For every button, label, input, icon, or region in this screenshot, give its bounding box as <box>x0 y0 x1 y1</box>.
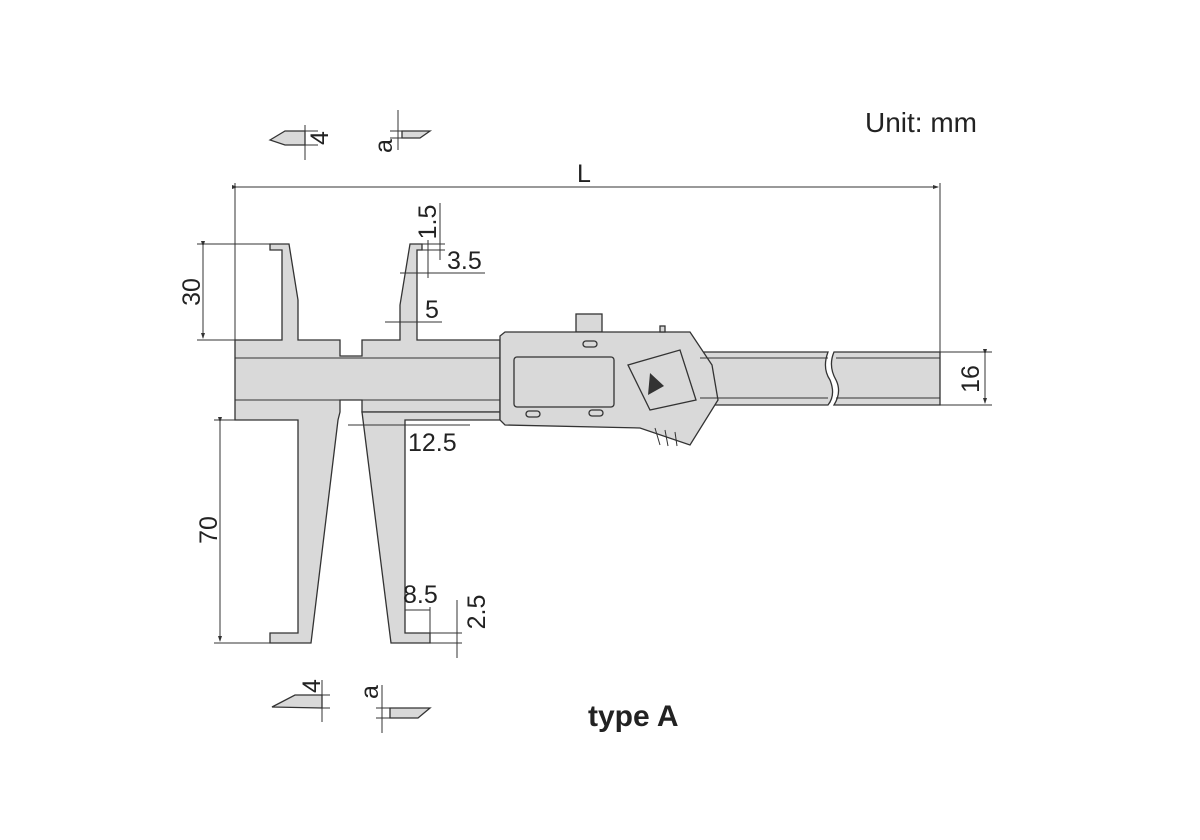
dim-lower-tip-height: 2.5 <box>463 595 491 630</box>
lcd-display <box>513 356 615 408</box>
bottom-section-sketches <box>271 680 432 733</box>
dim-length: L <box>577 160 591 188</box>
dim-bottom-section-thickness: 4 <box>298 679 326 693</box>
dim-top-section-thickness: 4 <box>306 131 334 145</box>
beam <box>699 351 941 406</box>
dim-upper-jaw-depth: 30 <box>178 278 206 306</box>
dim-upper-jaw-width: 5 <box>425 296 439 324</box>
dim-top-section-a: a <box>370 139 398 153</box>
dim-upper-tip-width: 3.5 <box>447 247 482 275</box>
slider-body <box>499 313 940 447</box>
thumb-wheel <box>575 313 603 333</box>
dim-beam-height: 16 <box>957 365 985 393</box>
caption: type A <box>588 700 679 733</box>
dim-lower-jaw-offset: 12.5 <box>408 429 457 457</box>
dimension-lines <box>197 183 992 658</box>
top-section-sketches <box>268 110 433 160</box>
dim-bottom-section-a: a <box>356 685 384 699</box>
arrow-icon <box>648 373 664 395</box>
dim-lower-tip-width: 8.5 <box>403 581 438 609</box>
button <box>627 349 697 411</box>
dim-lower-jaw-depth: 70 <box>195 516 223 544</box>
dim-upper-tip-height: 1.5 <box>414 205 442 240</box>
unit-label: Unit: mm <box>865 107 977 138</box>
